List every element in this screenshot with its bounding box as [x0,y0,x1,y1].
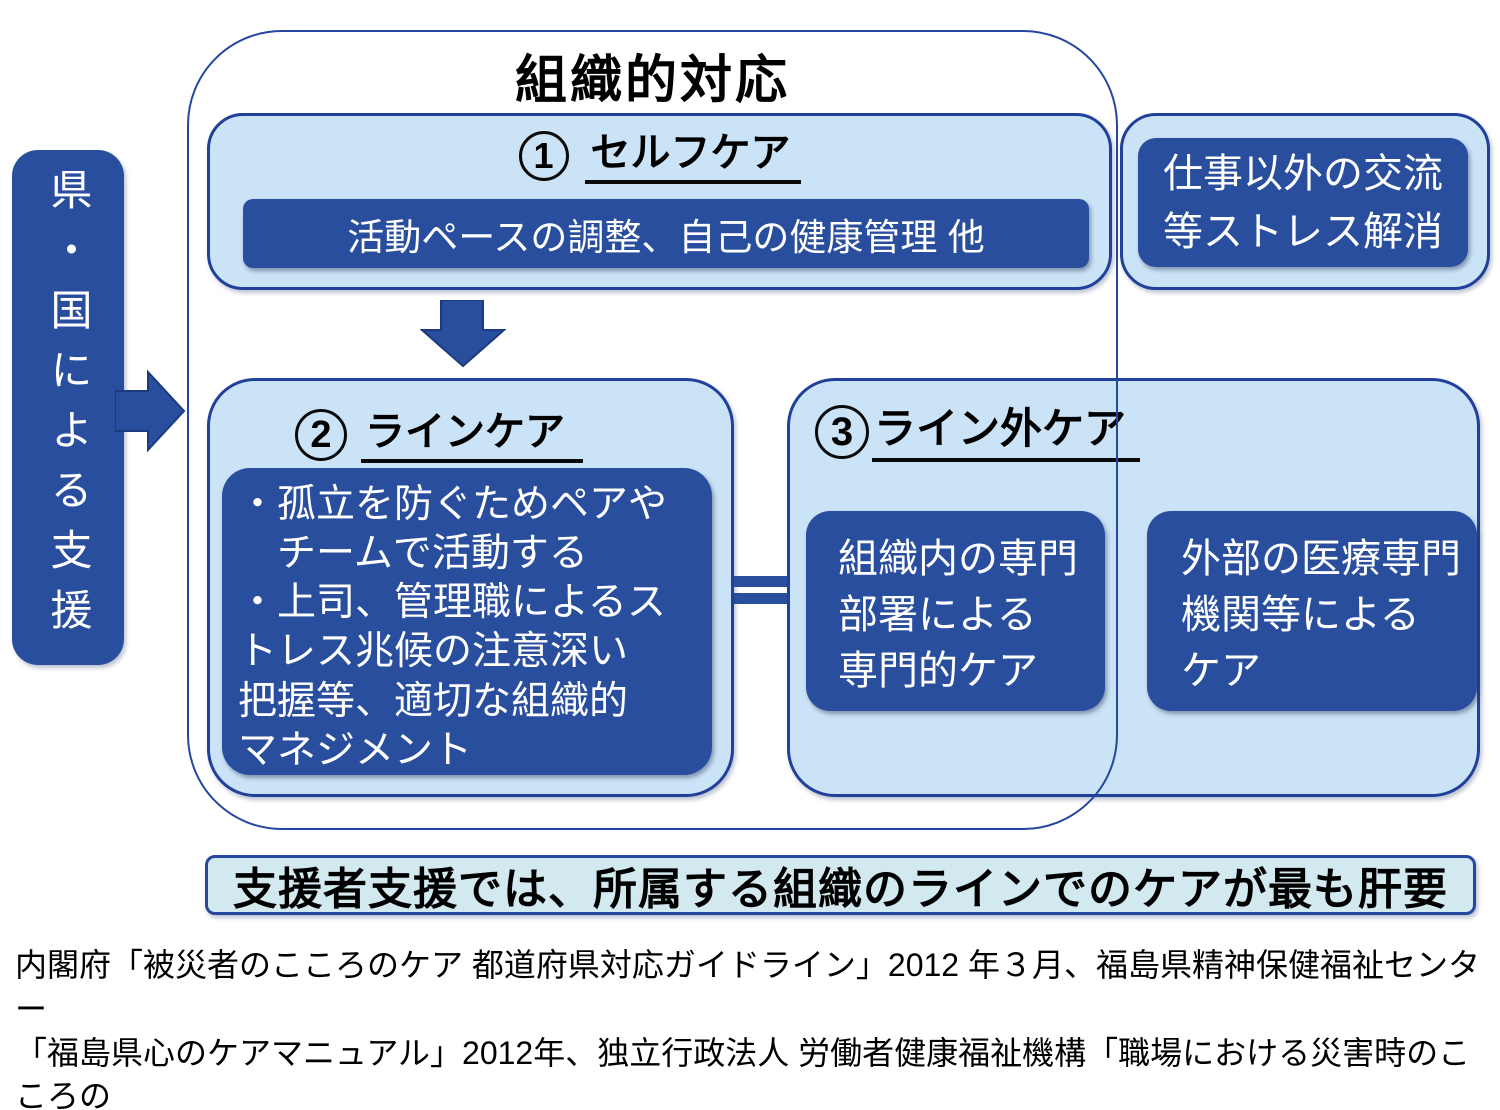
equals-connector-top-bar [734,576,787,587]
prefecture-national-support-box: 県・国による支援 [12,150,124,665]
internal-specialist-care-content: 組織内の専門 部署による 専門的ケア [806,511,1105,711]
off-line-care-title: ライン外ケア [872,403,1141,462]
off-work-stress-section: 仕事以外の交流 等ストレス解消 [1120,113,1490,290]
arrow-down-icon [420,300,506,368]
conclusion-text: 支援者支援では、所属する組織のラインでのケアが最も肝要 [233,865,1448,914]
off-line-care-header: 3 ライン外ケア [815,403,1141,462]
self-care-content: 活動ペースの調整、自己の健康管理 他 [243,199,1089,268]
equals-connector-bottom-bar [734,593,787,604]
number-1-circled-icon: 1 [518,131,569,181]
self-care-section: 1 セルフケア 活動ペースの調整、自己の健康管理 他 [207,113,1112,290]
external-medical-care-content: 外部の医療専門 機関等による ケア [1147,511,1477,711]
line-care-title: ラインケア [361,407,583,463]
self-care-title: セルフケア [584,128,801,184]
source-citation: 内閣府「被災者のこころのケア 都道府県対応ガイドライン」2012 年３月、福島県… [15,947,1480,1110]
line-care-header: 2 ラインケア [295,407,583,463]
number-2-circled-icon: 2 [295,409,347,461]
prefecture-national-support-label: 県・国による支援 [45,167,92,648]
organizational-response-title: 組織的対応 [514,52,790,110]
off-work-stress-content: 仕事以外の交流 等ストレス解消 [1138,138,1468,267]
arrow-right-icon [115,369,186,453]
line-care-section: 2 ラインケア ・孤立を防ぐためペアや チームで活動する ・上司、管理職によるス… [207,378,734,797]
off-line-care-section: 3 ライン外ケア 組織内の専門 部署による 専門的ケア 外部の医療専門 機関等に… [787,378,1480,797]
number-3-circled-icon: 3 [815,405,869,460]
line-care-content: ・孤立を防ぐためペアや チームで活動する ・上司、管理職によるス トレス兆候の注… [222,468,712,775]
conclusion-banner: 支援者支援では、所属する組織のラインでのケアが最も肝要 [205,855,1476,915]
self-care-header: 1 セルフケア [210,128,1109,184]
